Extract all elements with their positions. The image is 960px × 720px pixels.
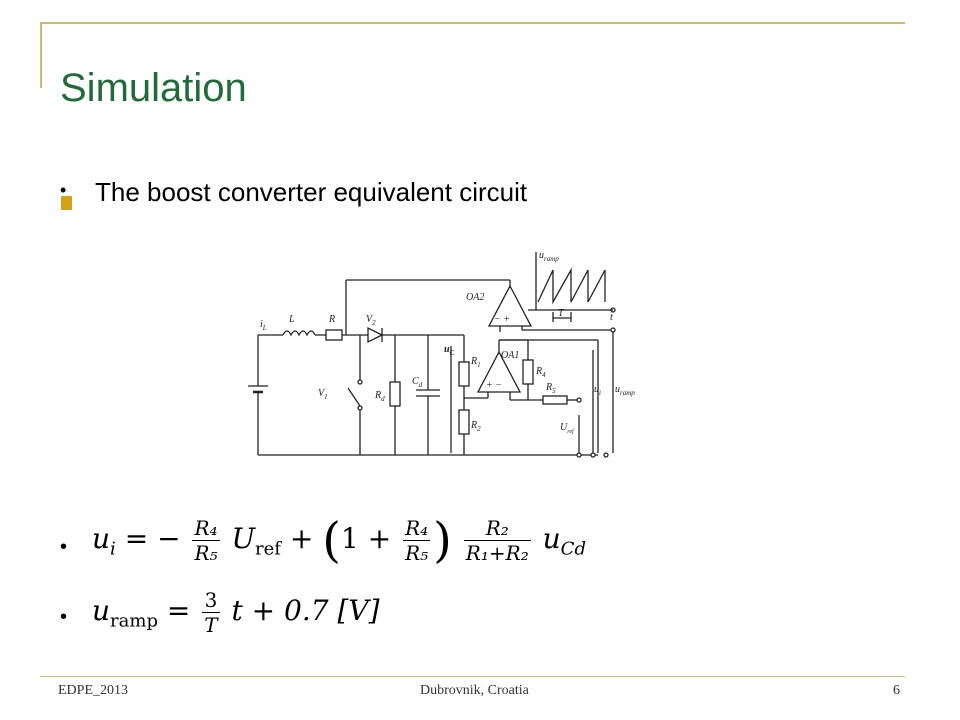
frame-left-line bbox=[40, 22, 42, 88]
label-Rd: Rd bbox=[374, 390, 385, 403]
label-oa2-inputs: − + bbox=[494, 314, 510, 325]
footer-left: EDPE_2013 bbox=[58, 683, 128, 698]
label-uC: uC bbox=[444, 344, 455, 357]
slide-subtitle: The boost converter equivalent circuit bbox=[95, 177, 528, 207]
label-Uref: Uref bbox=[560, 422, 575, 435]
label-R2: R2 bbox=[470, 420, 481, 433]
bullet-square-icon bbox=[61, 196, 72, 210]
bullet-dot-eq2: • bbox=[60, 606, 68, 628]
label-R5: R5 bbox=[545, 382, 556, 395]
bullet-dot: • bbox=[60, 180, 67, 200]
page-number: 6 bbox=[893, 683, 900, 698]
label-OA1: OA1 bbox=[501, 350, 519, 361]
label-T: T bbox=[558, 308, 565, 319]
label-OA2: OA2 bbox=[466, 292, 484, 303]
label-oa1-inputs: + − bbox=[486, 380, 502, 391]
bullet-dot-eq1: • bbox=[60, 536, 68, 558]
label-V1: V1 bbox=[318, 388, 328, 401]
label-R1: R1 bbox=[470, 356, 481, 369]
label-R: R bbox=[328, 314, 335, 325]
footer-line bbox=[40, 676, 905, 677]
slide-title: Simulation bbox=[60, 66, 247, 110]
label-L: L bbox=[288, 314, 295, 325]
footer-center: Dubrovnik, Croatia bbox=[420, 683, 529, 698]
label-ui: ui bbox=[594, 384, 601, 397]
label-iL: iL bbox=[260, 319, 267, 332]
label-Cd: Cd bbox=[412, 376, 423, 389]
label-R4: R4 bbox=[535, 366, 546, 379]
frame-top-line bbox=[40, 22, 905, 24]
label-V2: V2 bbox=[366, 314, 376, 327]
label-t: t bbox=[610, 312, 613, 323]
boost-converter-circuit: iL L R V2 V1 E Rd Cd uC R1 R2 R4 R5 OA1 … bbox=[248, 250, 635, 458]
label-uramp-top: uramp bbox=[539, 250, 559, 263]
label-uramp-right: uramp bbox=[615, 384, 635, 397]
